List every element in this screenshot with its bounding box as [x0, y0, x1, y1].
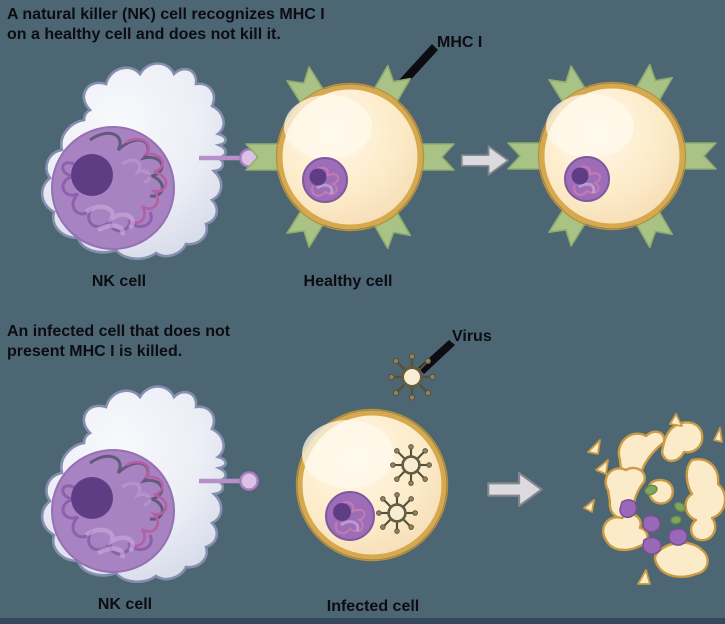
virus-icon	[387, 352, 437, 402]
healthy-cell-label: Healthy cell	[303, 273, 393, 290]
virus-label: Virus	[452, 328, 492, 345]
intracellular-virus-icon	[375, 491, 419, 535]
healthy-cell-icon	[240, 63, 460, 253]
top-caption: A natural killer (NK) cell recognizes MH…	[7, 6, 325, 44]
infected-cell-icon	[295, 408, 449, 562]
virus-leader-icon	[418, 340, 455, 374]
intracellular-virus-icon	[389, 443, 433, 487]
mhc1-label: MHC I	[437, 34, 483, 51]
infected-cell-nucleus	[325, 491, 375, 541]
infected-cell-label: Infected cell	[326, 598, 420, 615]
bottom-caption: An infected cell that does not present M…	[7, 323, 231, 361]
lysed-cell-icon	[583, 413, 725, 585]
nk-cell-icon	[26, 60, 261, 260]
mhc1-leader-icon	[399, 44, 438, 86]
nk-cell-label-top: NK cell	[91, 273, 147, 290]
nk-cell-bottom-icon	[26, 383, 261, 583]
transition-arrow-bottom-icon	[487, 471, 543, 508]
footer-strip	[0, 618, 725, 624]
nk-cell-label-bottom: NK cell	[97, 596, 153, 613]
healthy-cell-result-icon	[502, 62, 722, 252]
